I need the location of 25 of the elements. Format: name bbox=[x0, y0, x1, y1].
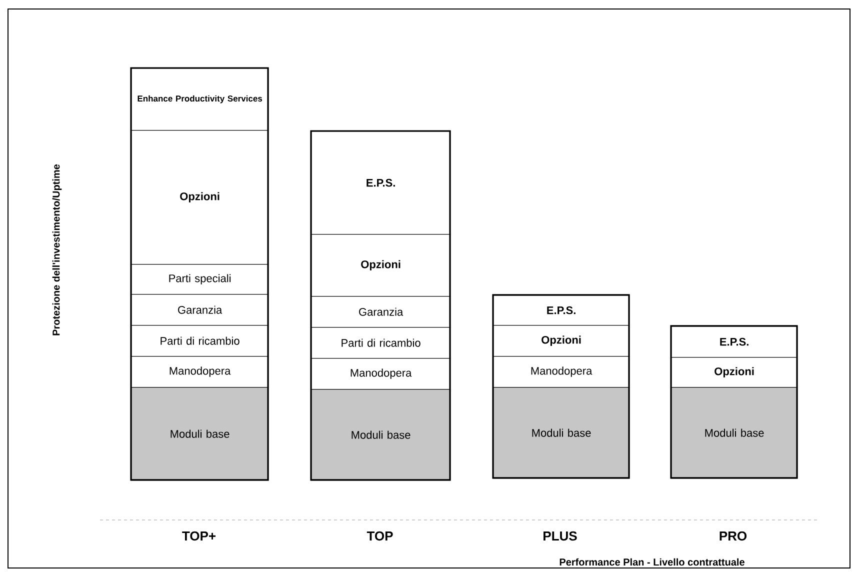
plan-segment: E.P.S. bbox=[493, 295, 630, 326]
plan-segment: Garanzia bbox=[131, 294, 269, 326]
plan-segment: Opzioni bbox=[311, 234, 451, 297]
plan-name: TOP+ bbox=[182, 531, 216, 541]
plan-segment: Manodopera bbox=[131, 356, 269, 388]
plan-segment: Manodopera bbox=[311, 358, 451, 390]
axis-title: Performance Plan - Livello contrattuale bbox=[560, 558, 744, 566]
plan-segment: Garanzia bbox=[311, 296, 451, 328]
base-module-block: Moduli base bbox=[493, 386, 630, 479]
plan-name: PRO bbox=[720, 531, 747, 541]
plan-segment: Manodopera bbox=[493, 356, 630, 388]
plan-segment: Parti di ricambio bbox=[311, 326, 451, 359]
plan-name: TOP bbox=[366, 531, 393, 541]
plan-segment: Parti speciali bbox=[131, 264, 269, 295]
axis-title: Protezione dell'investimento/Uptime bbox=[52, 164, 62, 336]
plan-segment: E.P.S. bbox=[671, 326, 798, 358]
plan-segment: Enhance Productivity Services bbox=[131, 68, 269, 131]
base-module-block: Moduli base bbox=[671, 386, 798, 479]
plan-name: PLUS bbox=[544, 531, 577, 541]
base-module-block: Moduli base bbox=[311, 388, 451, 481]
plan-segment: Parti di ricambio bbox=[131, 324, 269, 357]
plan-segment: Opzioni bbox=[493, 324, 630, 357]
plan-segment: Opzioni bbox=[671, 356, 798, 388]
plan-segment: E.P.S. bbox=[311, 130, 451, 235]
base-module-block: Moduli base bbox=[131, 386, 269, 481]
